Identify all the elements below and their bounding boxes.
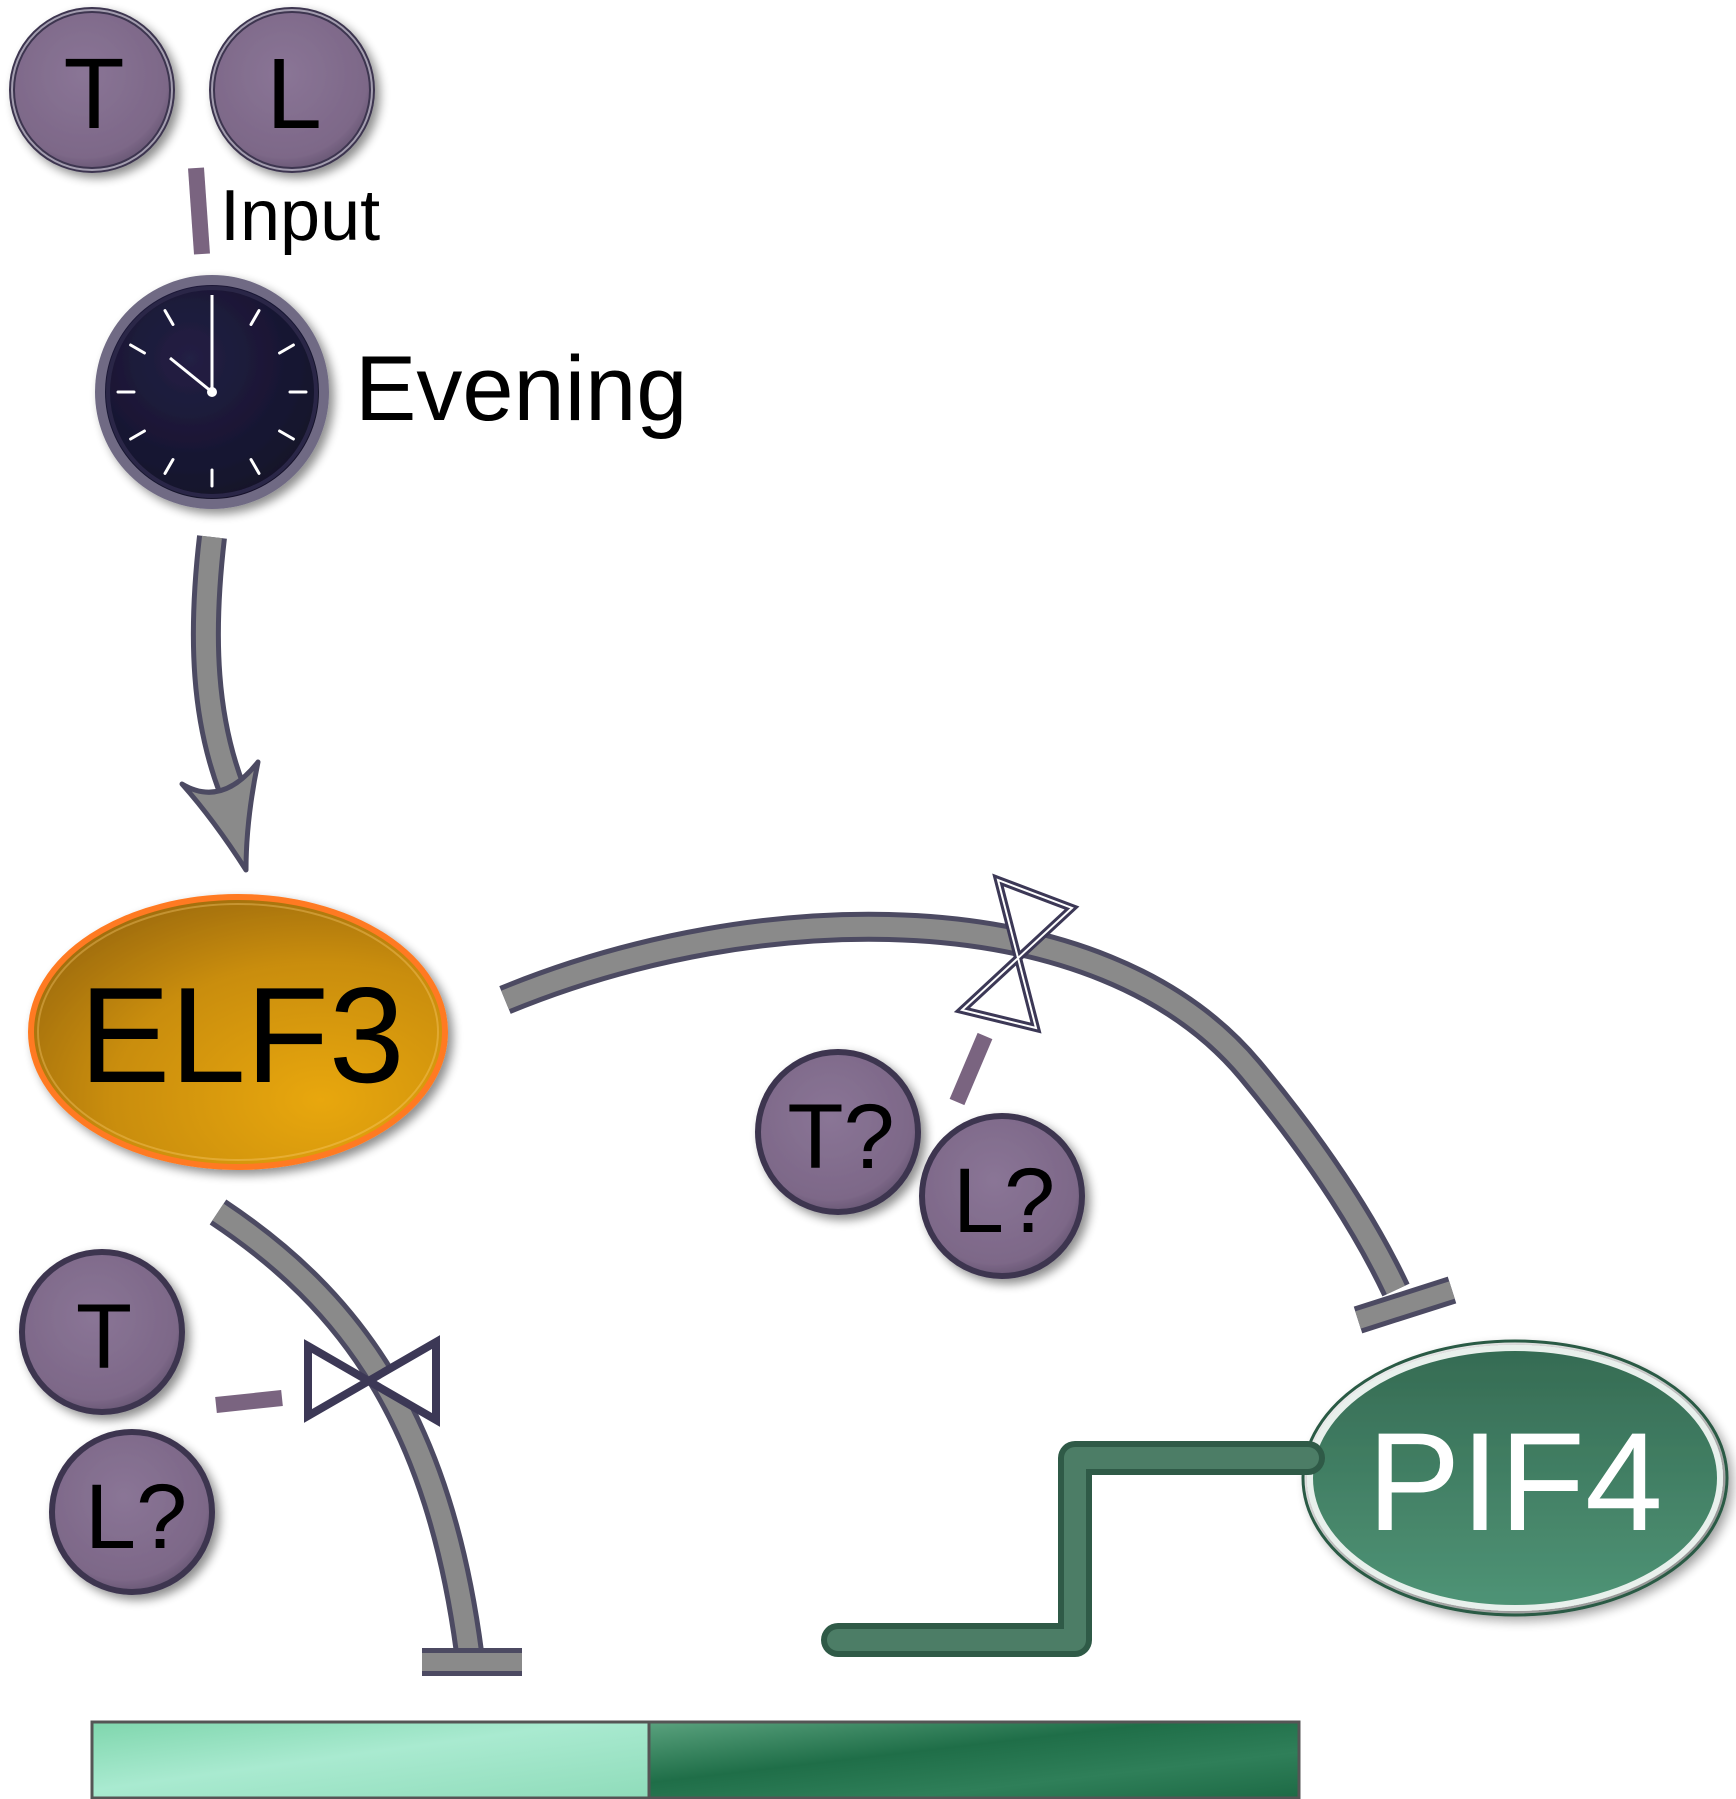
clock-tick [278, 343, 295, 355]
clock-tick [249, 309, 261, 326]
pif4-output-line [821, 1441, 1325, 1657]
upper-modulator-l-label: L? [953, 1150, 1055, 1252]
upper-modulator-t-label: T? [787, 1086, 894, 1188]
elf3-label: ELF3 [79, 959, 404, 1111]
lower-modulator-l-label: L? [85, 1466, 187, 1568]
input-t-label: T [63, 38, 124, 150]
clock-label: Evening [355, 338, 687, 440]
input-label: Input [220, 176, 380, 256]
elf3-pif4-inhibition [499, 911, 1457, 1334]
clock-tick [129, 343, 146, 355]
gene-promoter-segment [90, 1720, 651, 1799]
pif4-label: PIF4 [1367, 1403, 1663, 1560]
clock-icon [95, 275, 329, 509]
lower-modulation-connector [215, 1390, 283, 1413]
gene-coding-segment [647, 1720, 1301, 1799]
upper-modulation-connector [949, 1032, 993, 1106]
input-t-node [9, 7, 175, 173]
gene-bar [90, 1720, 1301, 1799]
activation-arrow [179, 535, 261, 873]
clock-tick [129, 429, 146, 441]
clock-tick [163, 458, 175, 475]
input-l-node [209, 7, 375, 173]
upper-modulation-symbol [953, 873, 1080, 1034]
lower-modulator-t-label: T [76, 1286, 132, 1388]
clock-tick [163, 309, 175, 326]
elf3-node [28, 894, 448, 1170]
clock-tick [249, 458, 261, 475]
upper-modulator-t [755, 1049, 921, 1215]
pif4-node [1301, 1339, 1729, 1617]
clock-tick [278, 429, 295, 441]
lower-modulator-l [49, 1429, 215, 1595]
lower-modulation-symbol [304, 1335, 440, 1427]
input-l-label: L [266, 38, 322, 150]
upper-modulator-l [919, 1113, 1085, 1279]
lower-modulator-t [19, 1249, 185, 1415]
input-connector [188, 167, 210, 255]
elf3-gene-inhibition [209, 1199, 522, 1676]
